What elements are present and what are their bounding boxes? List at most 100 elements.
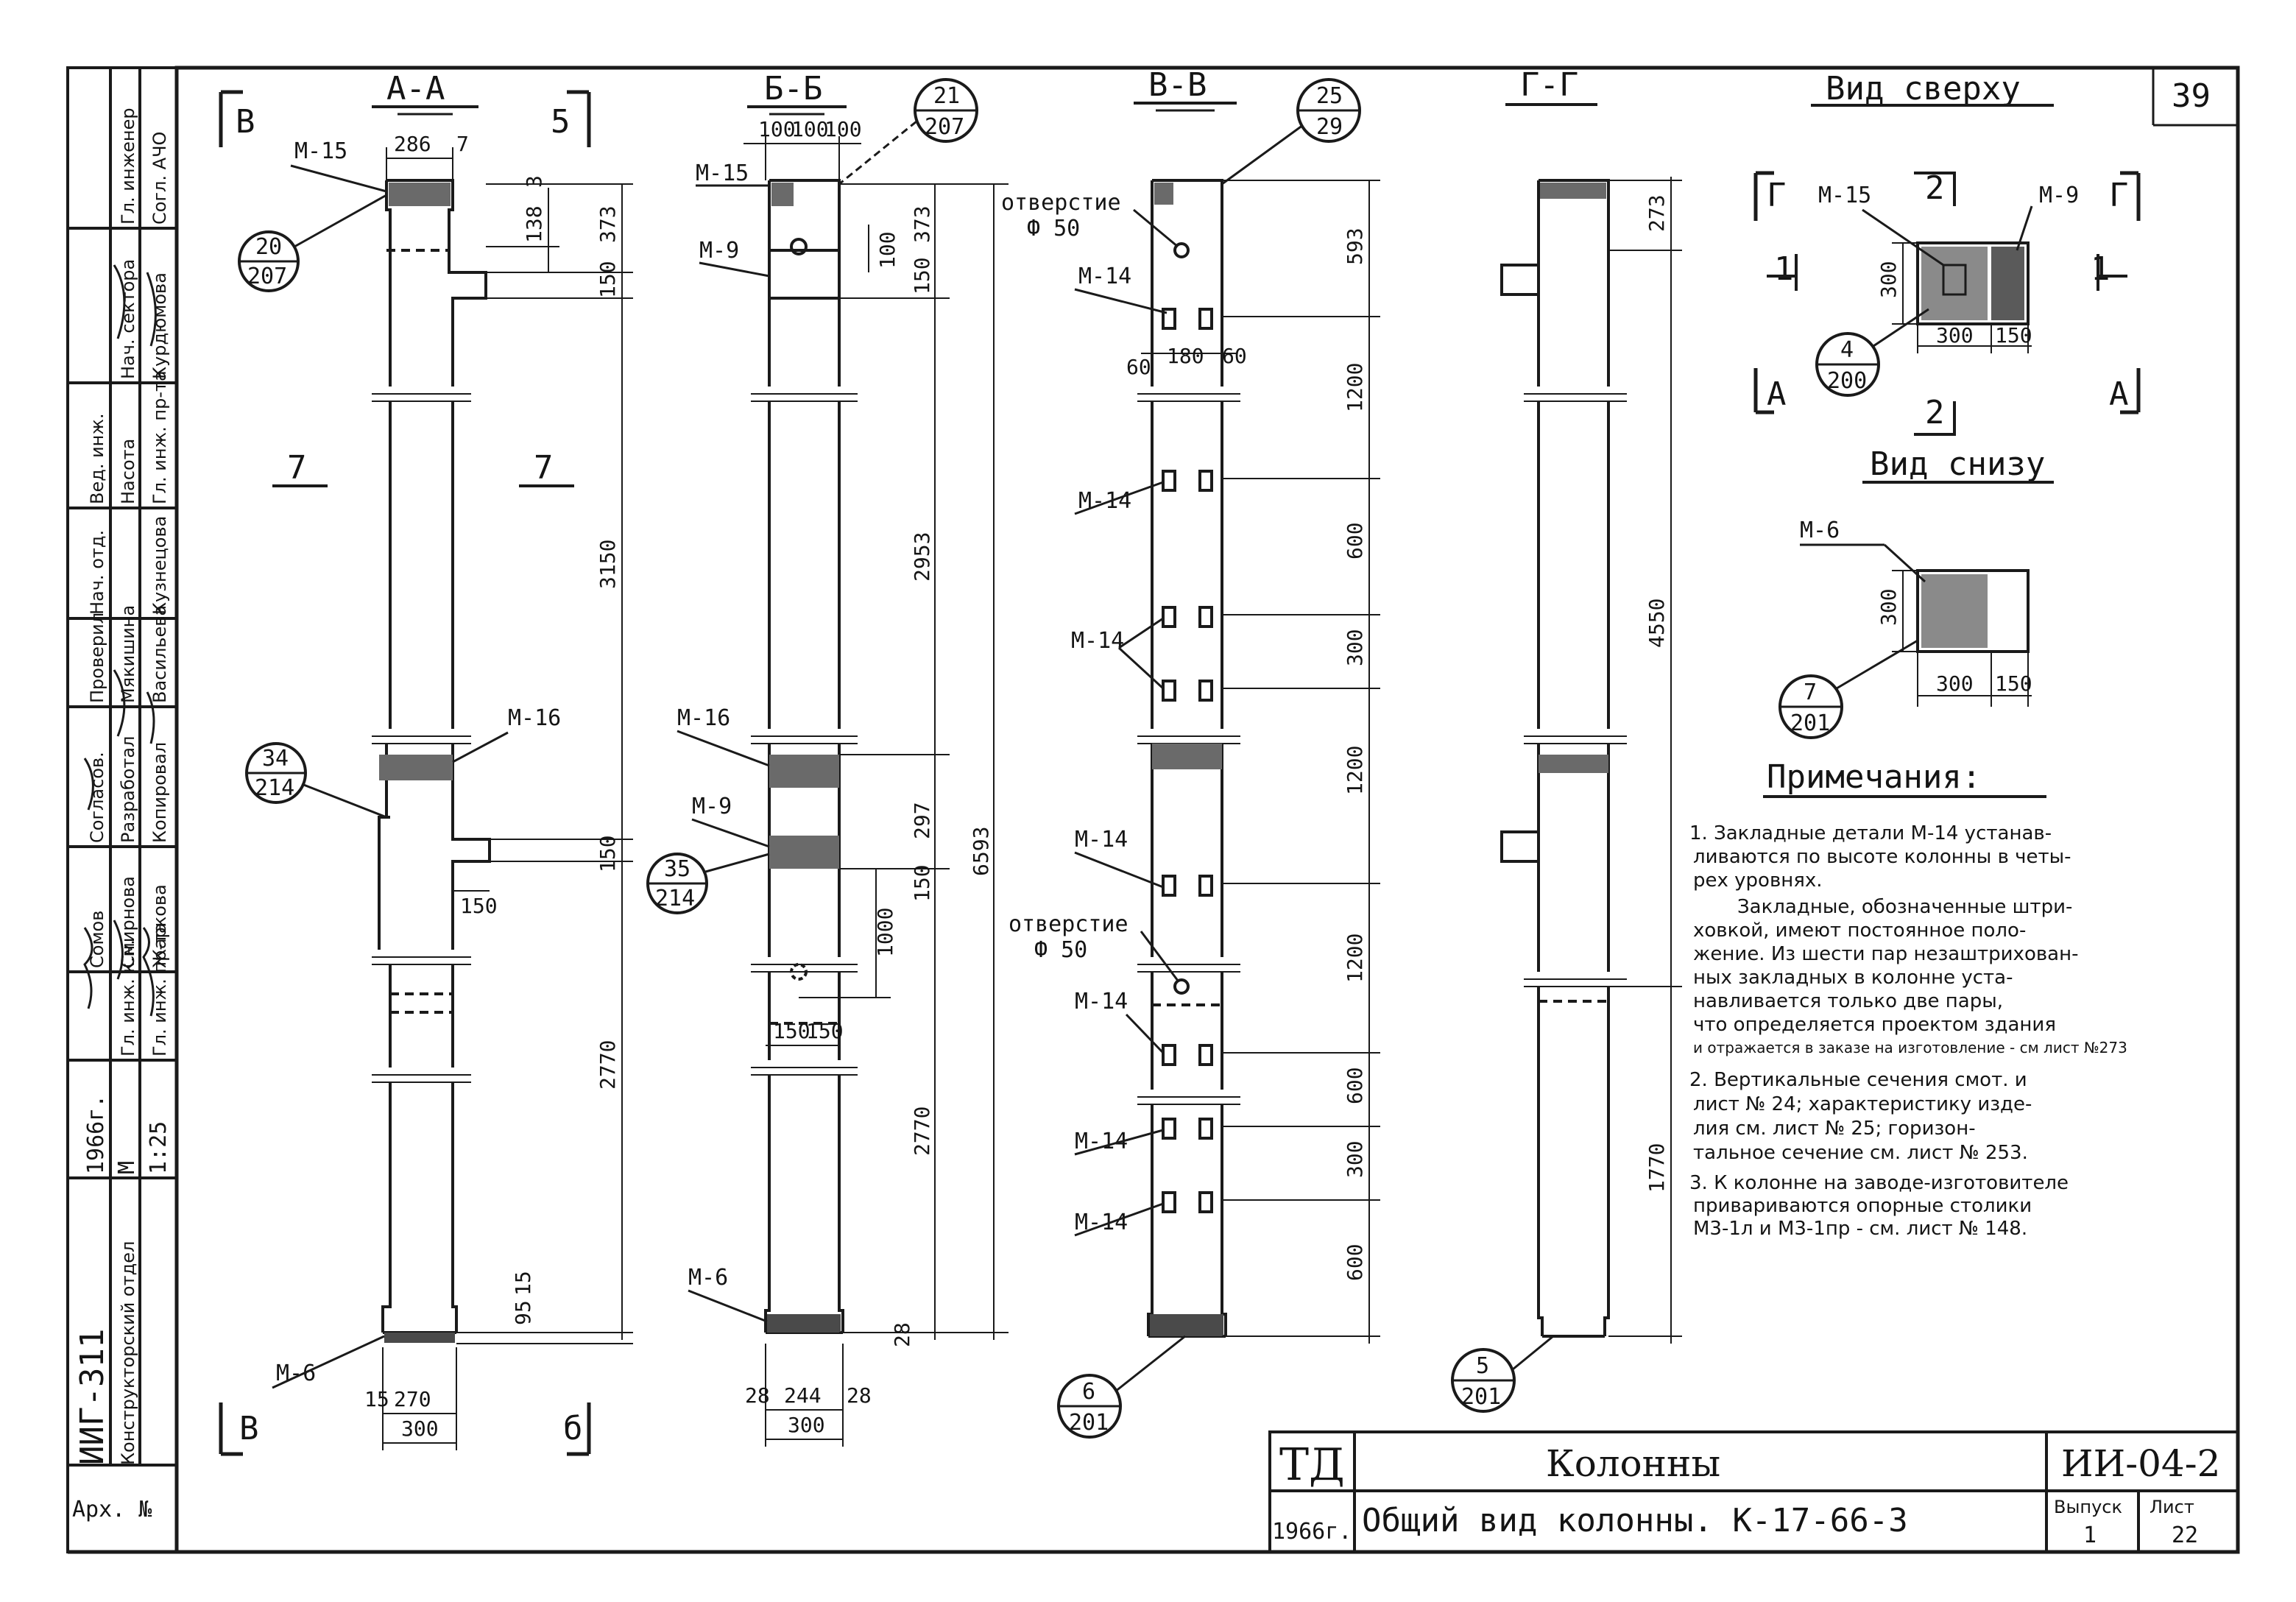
svg-text:7: 7 — [1804, 680, 1817, 705]
dims-aa — [382, 147, 633, 1450]
top-view-2-top: 2 — [1925, 169, 1945, 207]
plate-bb-m16 — [769, 755, 839, 788]
label-hole-top: отверстие — [1001, 190, 1121, 216]
svg-text:5: 5 — [1476, 1353, 1489, 1379]
svg-text:21: 21 — [933, 83, 960, 109]
callout-20-207: 20 207 — [238, 194, 387, 292]
stamp-name-2: Жаркова — [149, 884, 170, 968]
svg-text:29: 29 — [1316, 114, 1343, 140]
plate-gg-top — [1540, 183, 1606, 199]
dim-top-150: 150 — [1995, 323, 2032, 347]
stamp-name-4: Кузнецова — [149, 516, 170, 615]
plate-gg-mid — [1539, 755, 1608, 773]
bottom-view-hatch — [1921, 574, 1988, 648]
dim-bb-28a: 28 — [745, 1383, 770, 1408]
dims-bb — [743, 136, 1009, 1447]
dim-gg-273: 273 — [1645, 194, 1669, 232]
stamp-scale-label: М — [114, 1161, 140, 1174]
svg-text:214: 214 — [255, 775, 294, 801]
section-aa-bottom-left: В — [239, 1410, 259, 1447]
dim-aa-7: 7 — [456, 132, 469, 156]
bottom-view-label-m6: М-6 — [1800, 518, 1840, 543]
top-view-label-m15: М-15 — [1818, 183, 1871, 208]
bottom-view-plate — [1916, 569, 2030, 653]
section-bb: Б-Б М-15 М-9 М-16 М-9 М-6 — [646, 70, 1009, 1447]
callout-21-207: 21 207 — [838, 78, 978, 186]
stamp-role-3: Разработал — [118, 736, 138, 843]
bottom-view-title: Вид снизу — [1870, 445, 2045, 483]
dim-bb-373: 373 — [910, 205, 934, 243]
dim-bot-300v: 300 — [1876, 588, 1901, 626]
dim-bb-150l: 150 — [773, 1019, 810, 1043]
svg-text:201: 201 — [1461, 1384, 1501, 1410]
dim-bb-100v: 100 — [875, 231, 900, 269]
plate-bb-bottom — [767, 1314, 841, 1333]
plate-bb-top — [771, 183, 794, 206]
dim-aa-138: 138 — [522, 205, 546, 243]
plate-vv-bottom — [1150, 1314, 1223, 1336]
dim-aa-286: 286 — [394, 132, 431, 156]
note-line-5: жение. Из шести пар незаштрихован- — [1693, 943, 2079, 965]
dim-bb-100a: 100 — [758, 117, 796, 141]
section-gg: Г-Г 5 201 273 4550 — [1451, 66, 1682, 1413]
section-aa-corner-left: В — [236, 103, 255, 141]
plate-aa-bottom — [384, 1333, 455, 1343]
note-line-15: привариваются опорные столики — [1693, 1195, 2032, 1217]
note-line-12: лия см. лист № 25; горизон- — [1693, 1118, 1976, 1140]
callout-5-201: 5 201 — [1451, 1335, 1554, 1413]
section-aa-corner-right: 5 — [551, 103, 571, 141]
dim-vv-60a: 60 — [1126, 355, 1151, 379]
svg-text:201: 201 — [1790, 710, 1830, 736]
title-block: ТД 1966г. Колонны Общий вид колонны. К-1… — [1268, 1430, 2239, 1553]
dim-gg-1770: 1770 — [1645, 1143, 1669, 1193]
dim-bb-6593: 6593 — [969, 827, 993, 876]
dim-bb-28b: 28 — [847, 1383, 872, 1408]
dim-aa-3: 3 — [522, 175, 546, 188]
svg-text:200: 200 — [1827, 368, 1867, 394]
dim-bb-2953: 2953 — [910, 532, 934, 582]
svg-text:34: 34 — [262, 746, 289, 772]
top-view-1-right: 1 — [2091, 250, 2110, 288]
dim-bb-100b: 100 — [791, 117, 829, 141]
section-bb-title: Б-Б — [764, 70, 822, 107]
dim-bb-300: 300 — [788, 1413, 825, 1437]
title-issue-label: Выпуск — [2054, 1497, 2122, 1517]
dim-vv-1200c: 1200 — [1343, 934, 1367, 983]
stamp-signatures — [83, 264, 157, 1017]
label-m15-aa: М-15 — [294, 138, 347, 164]
bottom-view: Вид снизу М-6 7 201 300 300 150 — [1778, 445, 2054, 739]
title-name: Колонны — [1546, 1442, 1720, 1485]
stamp-header-2: Согл. АЧО — [149, 132, 170, 225]
label-m14-1: М-14 — [1078, 264, 1131, 289]
stamp-role-4: Проверил — [87, 613, 107, 703]
note-line-1: ливаются по высоте колонны в четы- — [1693, 846, 2071, 868]
stamp-name-0: Смирнова — [118, 876, 138, 968]
note-line-13: тальное сечение см. лист № 253. — [1693, 1142, 2028, 1164]
note-line-7: навливается только две пары, — [1693, 990, 2003, 1012]
callout-35-214: 35 214 — [646, 853, 770, 914]
callout-7-201: 7 201 — [1778, 639, 1918, 739]
title-series: ИИ-04-2 — [2061, 1442, 2220, 1485]
section-aa-bottom-right: б — [563, 1410, 583, 1447]
dim-aa-150a: 150 — [596, 261, 620, 298]
top-view-title: Вид сверху — [1826, 70, 2021, 107]
title-sheet-label: Лист — [2150, 1497, 2194, 1517]
dim-aa-150b: 150 — [596, 835, 620, 872]
title-subtitle: Общий вид колонны. К-17-66-3 — [1362, 1502, 1908, 1539]
dim-bot-300h: 300 — [1936, 671, 1974, 696]
stamp-archive: Арх. № — [72, 1497, 152, 1522]
dim-bb-244: 244 — [784, 1383, 822, 1408]
dim-aa-95: 95 — [511, 1300, 535, 1325]
dim-vv-300b: 300 — [1343, 1140, 1367, 1178]
label-m16-bb: М-16 — [677, 705, 730, 731]
top-view-a-right: А — [2109, 375, 2129, 413]
section-aa-side-left: 7 — [287, 449, 307, 487]
section-gg-title: Г-Г — [1520, 66, 1578, 104]
dim-bb-1000: 1000 — [873, 908, 897, 957]
svg-text:6: 6 — [1082, 1379, 1095, 1405]
stamp-year: 1966г. — [83, 1095, 109, 1174]
note-line-3: Закладные, обозначенные штри- — [1737, 896, 2072, 918]
top-view: Вид сверху Г Г А А 2 2 1 1 М-15 М-9 4 20… — [1753, 70, 2141, 436]
